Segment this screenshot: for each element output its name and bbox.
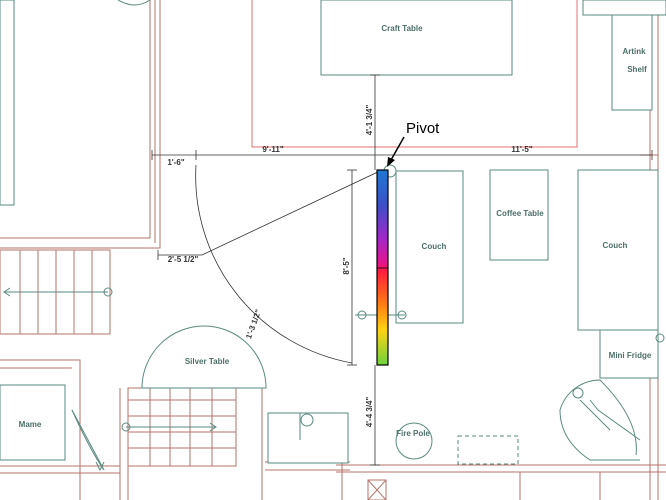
dim-top-vertical: 4'-1 3/4" — [365, 104, 374, 135]
fire-pole — [395, 422, 433, 460]
mame-cabinet — [0, 384, 66, 461]
dashed-outline — [457, 435, 519, 465]
couch-right — [577, 169, 659, 331]
couch-left-label: Couch — [422, 242, 447, 251]
artink-label-1: Artink — [622, 47, 646, 56]
silver-table — [141, 325, 267, 389]
bottom-post — [367, 479, 387, 500]
dim-1-6: 1'-6" — [167, 158, 184, 167]
top-right-shelf — [582, 0, 666, 16]
pivot-label: Pivot — [406, 120, 440, 137]
furniture — [0, 0, 666, 472]
dim-9-11: 9'-11" — [262, 145, 283, 154]
craft-table-label: Craft Table — [381, 24, 423, 33]
mini-fridge-label: Mini Fridge — [609, 351, 652, 360]
dim-2-5-half: 2'-5 1/2" — [168, 255, 199, 264]
dim-11-5: 11'-5" — [511, 145, 532, 154]
bottom-stairs — [121, 387, 237, 467]
fire-pole-label: Fire Pole — [396, 429, 430, 438]
labels: Craft Table Artink Shelf Coffee Table Co… — [19, 24, 652, 438]
coffee-table-label: Coffee Table — [496, 209, 544, 218]
couch-right-label: Couch — [603, 241, 628, 250]
left-cabinet — [0, 0, 15, 206]
left-stairs — [0, 249, 113, 335]
top-left-arc — [117, 0, 151, 6]
artink-label-2: Shelf — [627, 65, 647, 74]
couch-left — [395, 170, 464, 324]
dim-panel-length: 8'-5" — [342, 257, 351, 274]
pivot-panel — [376, 169, 389, 366]
artink-shelf — [611, 14, 653, 111]
coffee-table — [489, 169, 549, 261]
mini-fridge — [599, 329, 659, 379]
silver-table-label: Silver Table — [185, 357, 230, 366]
mame-label: Mame — [19, 420, 42, 429]
dim-bottom-vertical: 4'-4 3/4" — [365, 396, 374, 427]
bottom-cabinet — [267, 412, 349, 464]
dim-1-3-half: 1'-3 1/2" — [244, 308, 263, 340]
craft-table — [320, 0, 513, 76]
